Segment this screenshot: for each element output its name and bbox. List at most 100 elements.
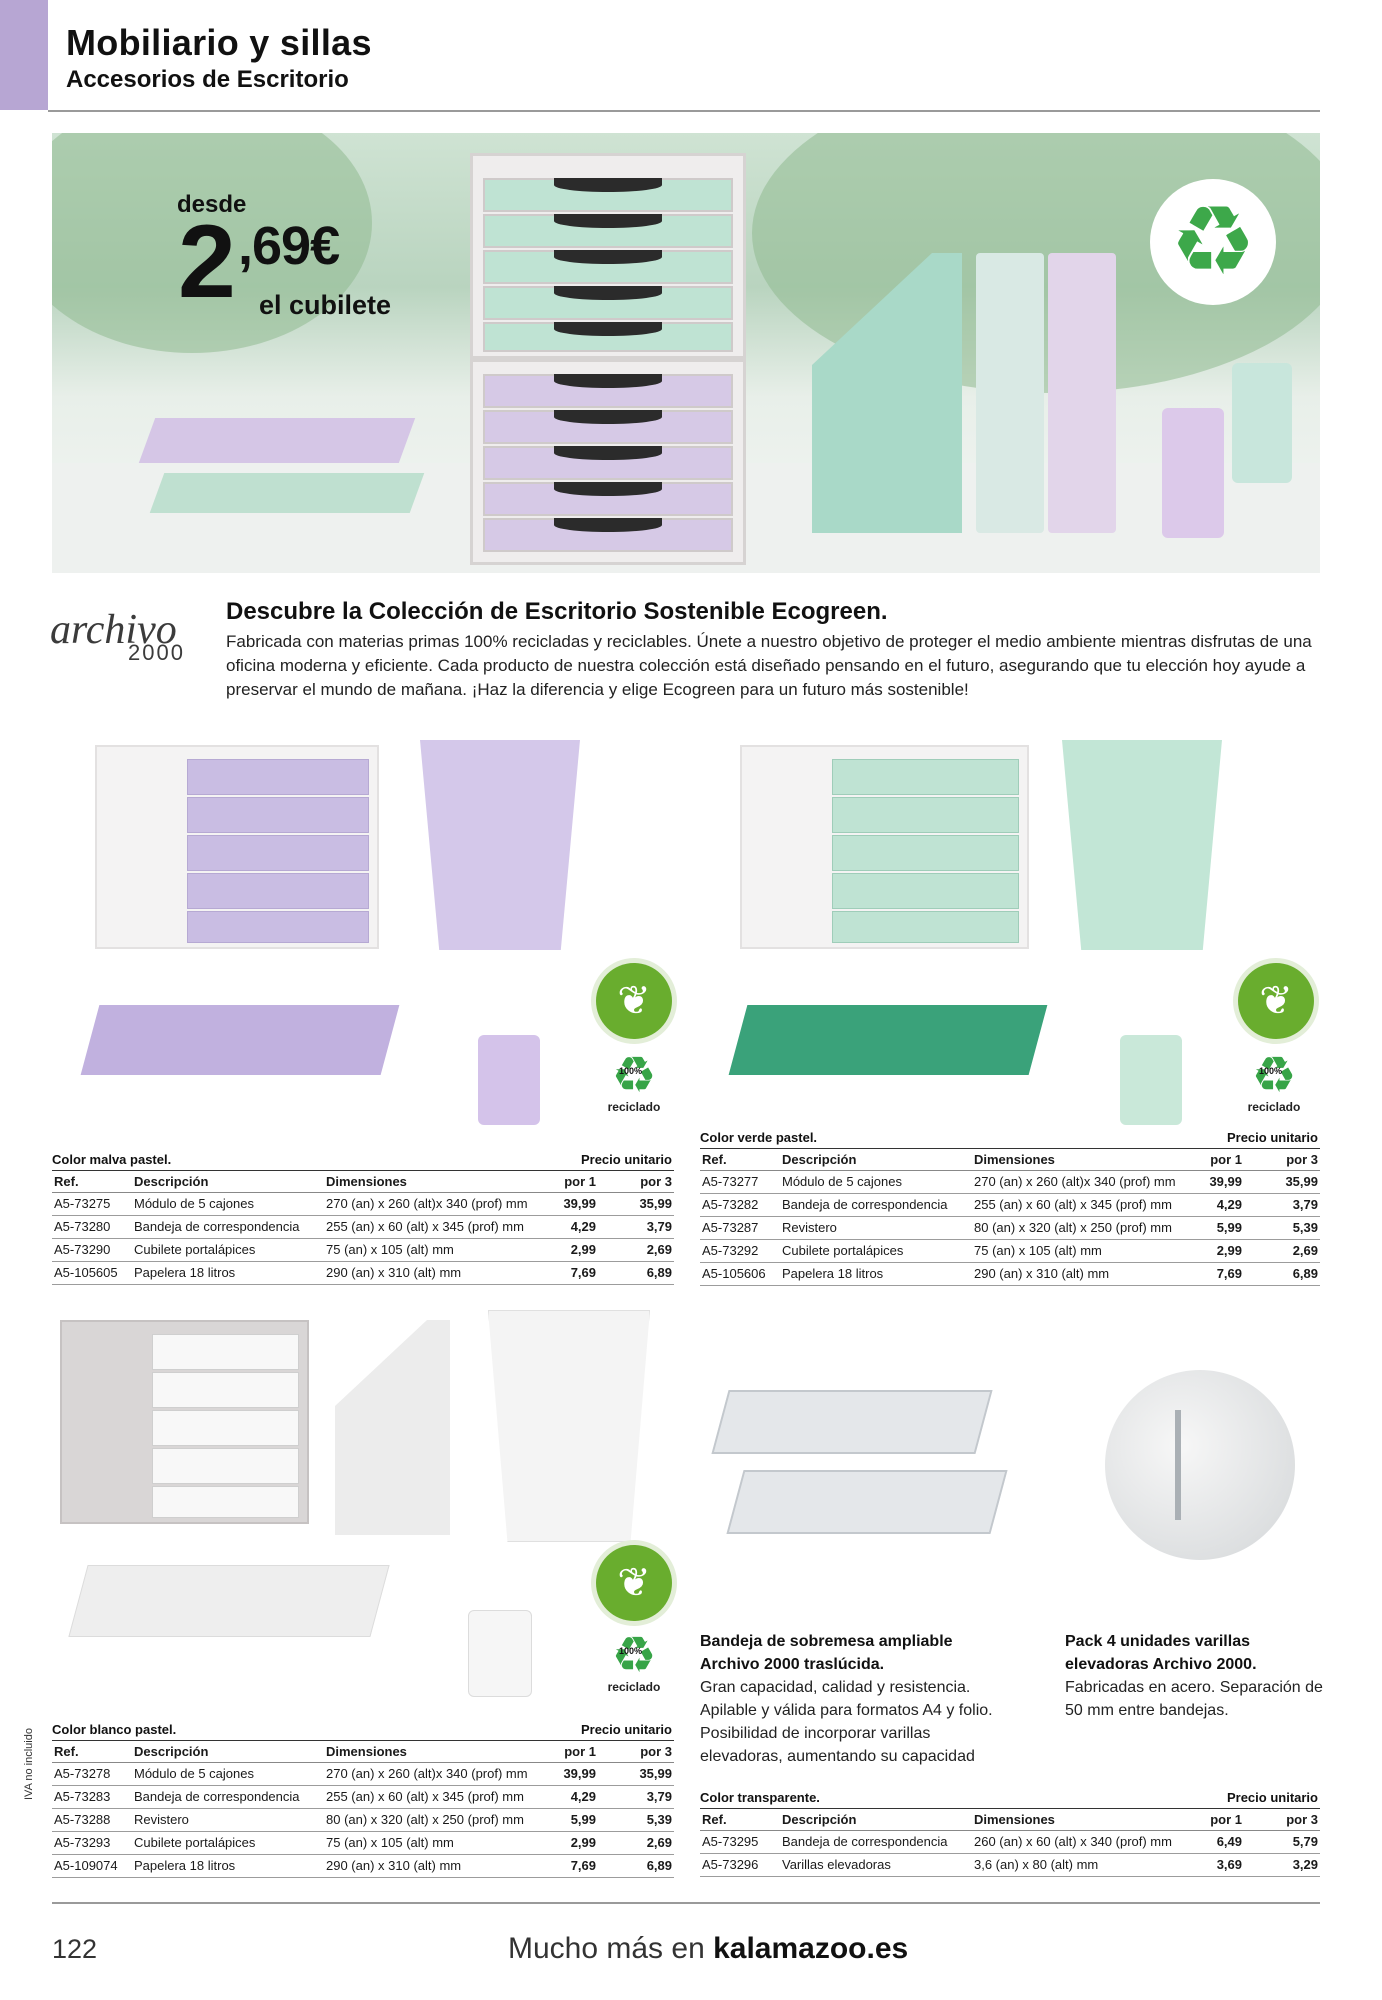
price-unit-label: el cubilete [259, 290, 392, 320]
cell-dim: 75 (an) x 105 (alt) mm [326, 1242, 454, 1257]
recycle-icon: ♻ [611, 1627, 657, 1683]
page-number: 122 [52, 1934, 98, 1964]
drawer-module-lilac [470, 359, 746, 565]
cell-p1: 2,99 [570, 1242, 596, 1257]
product-image-bin-verde [1062, 740, 1222, 950]
pack-title: Pack 4 unidades varillas elevadoras Arch… [1065, 1633, 1257, 1673]
cell-dim: 75 (an) x 105 (alt) mm [974, 1243, 1102, 1258]
column-header-desc: Descripción [782, 1812, 857, 1827]
recycled-badge: ♻ 100% reciclado [589, 1630, 679, 1694]
cell-p3: 6,89 [646, 1265, 672, 1280]
column-header-p1: por 1 [564, 1174, 596, 1189]
cell-p1: 6,49 [1216, 1834, 1242, 1849]
column-header-p1: por 1 [1210, 1152, 1242, 1167]
table-caption: Color blanco pastel. [52, 1722, 177, 1737]
collection-description: Fabricada con materias primas 100% recic… [226, 632, 1312, 699]
cell-ref: A5-73290 [54, 1242, 111, 1257]
cell-dim: 260 (an) x 60 (alt) x 340 (prof) mm [974, 1834, 1172, 1849]
cell-dim: 290 (an) x 310 (alt) mm [326, 1265, 462, 1280]
cell-p1: 4,29 [570, 1789, 596, 1804]
cell-dim: 75 (an) x 105 (alt) mm [326, 1835, 454, 1850]
product-image-drawer-module-malva [95, 745, 379, 949]
cell-p3: 3,79 [646, 1789, 672, 1804]
tray-lilac [138, 418, 416, 463]
product-image-cup-blanco [468, 1610, 532, 1697]
cell-p3: 2,69 [646, 1242, 672, 1257]
cell-p3: 35,99 [639, 1766, 672, 1781]
cell-ref: A5-73278 [54, 1766, 111, 1781]
cell-ref: A5-105606 [702, 1266, 766, 1281]
cell-dim: 80 (an) x 320 (alt) x 250 (prof) mm [326, 1812, 524, 1827]
archivo-2000-logo: archivo [50, 607, 177, 653]
column-header-dim: Dimensiones [326, 1174, 407, 1189]
tray-mint [149, 473, 425, 513]
recycle-icon: ♻ [1251, 1047, 1297, 1103]
cell-desc: Cubilete portalápices [134, 1835, 256, 1850]
cell-desc: Bandeja de correspondencia [134, 1219, 300, 1234]
cell-p3: 35,99 [1285, 1174, 1318, 1189]
cell-p1: 4,29 [1216, 1197, 1242, 1212]
cell-dim: 290 (an) x 310 (alt) mm [326, 1858, 462, 1873]
cell-p1: 39,99 [563, 1766, 596, 1781]
footer-tagline: Mucho más en kalamazoo.es [508, 1932, 909, 1965]
drawer-module-mint [470, 153, 746, 359]
column-header-dim: Dimensiones [974, 1812, 1055, 1827]
cell-desc: Cubilete portalápices [782, 1243, 904, 1258]
recycle-icon: ♻ [1150, 179, 1276, 305]
column-header-p1: por 1 [1210, 1812, 1242, 1827]
cell-desc: Módulo de 5 cajones [134, 1766, 254, 1781]
column-header-p1: por 1 [564, 1744, 596, 1759]
cell-desc: Revistero [134, 1812, 189, 1827]
cell-desc: Bandeja de correspondencia [782, 1834, 948, 1849]
recycle-icon: ♻ [611, 1047, 657, 1103]
leaf-icon: ❦ [596, 963, 672, 1039]
pencil-cup-mint [1232, 363, 1292, 483]
cell-p3: 2,69 [1292, 1243, 1318, 1258]
cell-desc: Papelera 18 litros [782, 1266, 884, 1281]
cell-ref: A5-73275 [54, 1196, 111, 1211]
product-image-cup-verde [1120, 1035, 1182, 1125]
cell-p3: 5,39 [646, 1812, 672, 1827]
cell-desc: Cubilete portalápices [134, 1242, 256, 1257]
cell-p3: 3,79 [1292, 1197, 1318, 1212]
product-image-bin-blanco [488, 1310, 650, 1542]
footer-divider [52, 1902, 1320, 1904]
cell-p3: 6,89 [1292, 1266, 1318, 1281]
column-header-desc: Descripción [782, 1152, 857, 1167]
bandeja-description: Gran capacidad, calidad y resistencia. A… [700, 1679, 993, 1765]
leaf-icon: ❦ [596, 1545, 672, 1621]
cell-p1: 2,99 [1216, 1243, 1242, 1258]
cell-dim: 270 (an) x 260 (alt)x 340 (prof) mm [326, 1196, 528, 1211]
cell-desc: Bandeja de correspondencia [134, 1789, 300, 1804]
cell-dim: 270 (an) x 260 (alt)x 340 (prof) mm [326, 1766, 528, 1781]
unit-price-header: Precio unitario [1226, 1790, 1318, 1805]
cell-p3: 5,39 [1292, 1220, 1318, 1235]
archivo-2000-logo-number: 2000 [128, 640, 185, 665]
cell-dim: 290 (an) x 310 (alt) mm [974, 1266, 1110, 1281]
binder-mint [976, 253, 1044, 533]
cell-dim: 255 (an) x 60 (alt) x 345 (prof) mm [974, 1197, 1172, 1212]
cell-p1: 4,29 [570, 1219, 596, 1234]
cell-p1: 39,99 [563, 1196, 596, 1211]
cell-p3: 35,99 [639, 1196, 672, 1211]
cell-p3: 6,89 [646, 1858, 672, 1873]
vat-note: IVA no incluido [23, 1728, 35, 1800]
price-integer: 2 [178, 204, 236, 320]
product-image-cup-malva [478, 1035, 540, 1125]
cell-ref: A5-73283 [54, 1789, 111, 1804]
unit-price-header: Precio unitario [1226, 1130, 1318, 1145]
cell-desc: Módulo de 5 cajones [782, 1174, 902, 1189]
column-header-ref: Ref. [702, 1812, 727, 1827]
website-link[interactable]: kalamazoo.es [713, 1932, 909, 1965]
